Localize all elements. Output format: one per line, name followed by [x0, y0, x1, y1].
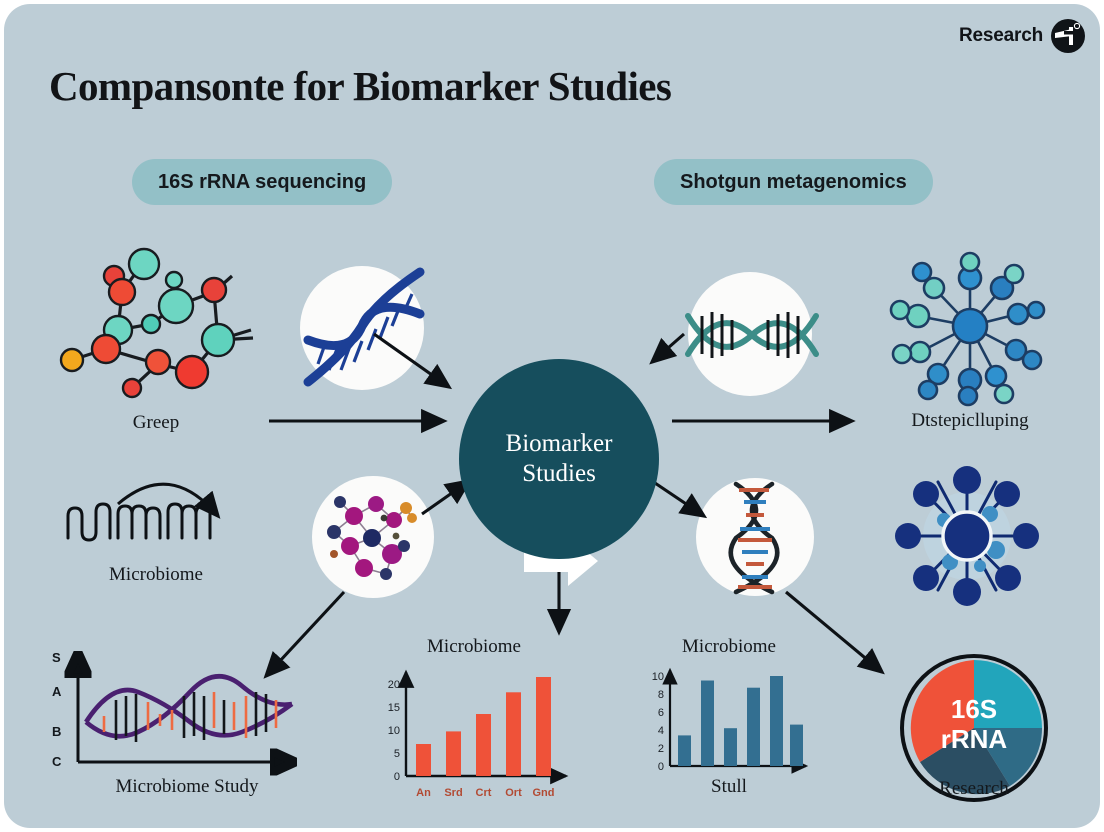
wave-label: Microbiome	[109, 564, 203, 585]
svg-text:2: 2	[658, 743, 664, 755]
svg-text:10: 10	[652, 671, 664, 683]
svg-text:4: 4	[658, 725, 664, 737]
svg-text:Srd: Srd	[444, 787, 462, 799]
network-purple-icon	[320, 484, 428, 592]
arrow-to-pie-chart	[785, 590, 885, 675]
bar-chart-2-xlabel: Stull	[711, 776, 747, 797]
network-virus-navy-icon	[892, 466, 1042, 606]
dna-teal-icon	[684, 290, 820, 380]
svg-text:C: C	[52, 754, 62, 769]
network-right-label: Dtstepiclluping	[911, 410, 1029, 431]
bar-chart-1-title: Microbiome	[427, 636, 521, 657]
brand-mark-icon	[1050, 18, 1086, 54]
svg-text:An: An	[416, 787, 431, 799]
network-virus-blue-icon	[889, 251, 1050, 407]
bar-chart-2: 0 2 4 6 8 10	[640, 664, 820, 784]
svg-text:0: 0	[658, 761, 664, 773]
pie-chart-label: Research	[939, 778, 1009, 799]
svg-text:Ort: Ort	[505, 787, 522, 799]
helix-chart-xlabel: Microbiome Study	[115, 776, 259, 797]
svg-text:8: 8	[658, 689, 664, 701]
svg-text:6: 6	[658, 707, 664, 719]
svg-text:A: A	[52, 684, 62, 699]
pie-chart: 16S rRNA	[898, 652, 1050, 804]
brand: Research	[959, 18, 1086, 54]
svg-text:S: S	[52, 650, 61, 665]
svg-text:16S: 16S	[951, 694, 997, 724]
wave-pattern-icon	[66, 502, 226, 542]
svg-text:rRNA: rRNA	[941, 724, 1008, 754]
molecule-label: Greep	[132, 412, 180, 433]
svg-text:B: B	[52, 724, 61, 739]
pill-shotgun-metagenomics[interactable]: Shotgun metagenomics	[654, 159, 933, 205]
molecule-icon	[46, 244, 266, 399]
bar-chart-2-title: Microbiome	[682, 636, 776, 657]
page-title: Compansonte for Biomarker Studies	[49, 63, 672, 109]
dna-blue-icon	[296, 256, 448, 396]
central-node-biomarker-studies[interactable]: Biomarker Studies	[459, 359, 659, 559]
central-node-line1: Biomarker	[505, 429, 613, 457]
pill-16s-rrna-sequencing[interactable]: 16S rRNA sequencing	[132, 159, 393, 205]
svg-text:Gnd: Gnd	[533, 787, 555, 799]
arrow-center-to-dna-colorful	[651, 479, 708, 519]
svg-text:0: 0	[394, 771, 400, 783]
diagram-card: Research Compansonte for Biomarker Studi…	[4, 4, 1100, 828]
arrow-dna-teal-to-center	[649, 332, 686, 365]
svg-text:15: 15	[388, 702, 400, 714]
helix-chart: S A B C	[42, 644, 332, 779]
svg-text:5: 5	[394, 748, 400, 760]
central-node-line2: Studies	[522, 460, 596, 487]
brand-text: Research	[959, 25, 1043, 46]
svg-text:20: 20	[388, 679, 400, 691]
svg-text:Crt: Crt	[476, 787, 492, 799]
bar-chart-1: 0 5 10 15 20 An Srd Crt Ort Gnd	[374, 664, 574, 809]
svg-text:10: 10	[388, 725, 400, 737]
dna-colorful-icon	[726, 481, 786, 595]
